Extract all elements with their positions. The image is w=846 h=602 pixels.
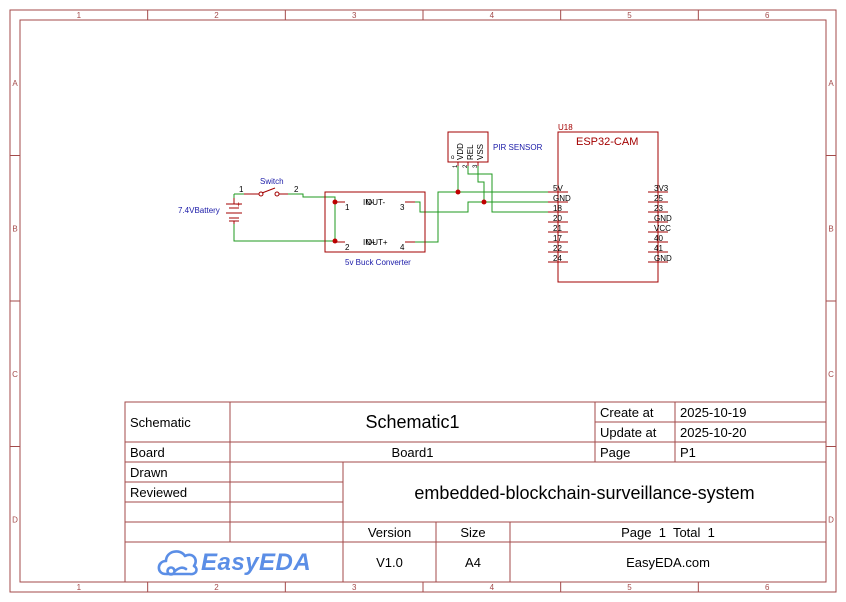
frame-row-label: A bbox=[12, 79, 18, 88]
frame-row-label: C bbox=[12, 370, 18, 379]
pir-sensor-symbol bbox=[447, 131, 489, 166]
pir-sensor-label: PIR SENSOR bbox=[493, 143, 543, 152]
create-at-value: 2025-10-19 bbox=[680, 405, 747, 420]
size-label: Size bbox=[460, 525, 486, 540]
project-name: embedded-blockchain-surveillance-system bbox=[414, 483, 755, 503]
create-at-label: Create at bbox=[600, 405, 654, 420]
pir-pin-number-2: 2 bbox=[463, 164, 469, 168]
schematic-label: Schematic bbox=[130, 415, 191, 430]
frame-row-label: A bbox=[828, 79, 834, 88]
buck-pin-name-out-minus: OUT- bbox=[366, 198, 385, 207]
esp32-right-pin-label: GND bbox=[654, 214, 672, 223]
frame-column-label: 4 bbox=[490, 11, 495, 20]
esp32-left-pin-label: 17 bbox=[553, 234, 562, 243]
page-label: Page bbox=[600, 445, 631, 460]
title-block-grid bbox=[124, 401, 827, 583]
version-label: Version bbox=[367, 525, 412, 540]
drawn-label: Drawn bbox=[130, 465, 168, 480]
frame-column-label: 1 bbox=[77, 583, 82, 592]
buck-pin-name-out-plus: OUT+ bbox=[366, 238, 388, 247]
frame-row-label: B bbox=[12, 224, 17, 233]
junction-dot bbox=[481, 199, 487, 205]
switch-pin-2: 2 bbox=[294, 185, 299, 194]
switch-label: Switch bbox=[260, 177, 284, 186]
esp32-right-pin-label: 25 bbox=[654, 194, 663, 203]
board-label: Board bbox=[130, 445, 165, 460]
buck-pin-4: 4 bbox=[400, 243, 405, 252]
schematic-name: Schematic1 bbox=[365, 412, 460, 432]
update-at-label: Update at bbox=[600, 425, 657, 440]
buck-pin-name-in-plus: IN+ bbox=[363, 238, 376, 247]
drawing-frame bbox=[9, 9, 837, 593]
esp32-left-pin-label: 21 bbox=[553, 224, 562, 233]
frame-ticks bbox=[10, 10, 836, 592]
esp32-right-pin-label: GND bbox=[654, 254, 672, 263]
frame-row-label: C bbox=[828, 370, 834, 379]
frame-column-label: 4 bbox=[490, 583, 495, 592]
buck-pin-name-in-minus: IN- bbox=[363, 198, 374, 207]
frame-row-label: D bbox=[12, 515, 18, 524]
battery-plus-mark: + bbox=[236, 200, 241, 209]
junction-dot bbox=[332, 238, 338, 244]
esp32-left-pin-label: 20 bbox=[553, 214, 562, 223]
esp32-ref: U18 bbox=[558, 123, 573, 132]
pir-ref-mark: o bbox=[451, 155, 455, 161]
reviewed-label: Reviewed bbox=[130, 485, 188, 500]
esp32-right-pin-label: 40 bbox=[654, 234, 663, 243]
battery-label: 7.4VBattery bbox=[178, 206, 220, 215]
easyeda-logo-text: EasyEDA bbox=[201, 549, 312, 576]
buck-converter-symbol bbox=[324, 191, 426, 253]
esp32-name: ESP32-CAM bbox=[576, 136, 638, 148]
switch-symbol bbox=[244, 187, 288, 197]
frame-column-label: 6 bbox=[765, 583, 770, 592]
esp32-right-pin-label: 41 bbox=[654, 244, 663, 253]
frame-column-label: 3 bbox=[352, 583, 357, 592]
board-name: Board1 bbox=[391, 445, 434, 460]
esp32-right-pin-label: 23 bbox=[654, 204, 663, 213]
pir-pin-number-1: 1 bbox=[453, 164, 459, 168]
junctions bbox=[332, 189, 487, 244]
page-total: Page 1 Total 1 bbox=[621, 525, 715, 540]
frame-row-label: B bbox=[828, 224, 833, 233]
frame-column-label: 6 bbox=[765, 11, 770, 20]
frame-column-label: 2 bbox=[214, 583, 219, 592]
page-value: P1 bbox=[680, 445, 696, 460]
buck-pin-1: 1 bbox=[345, 203, 350, 212]
site-name: EasyEDA.com bbox=[626, 555, 710, 570]
pir-pin-vss: VSS bbox=[476, 144, 485, 160]
esp32-left-pin-label: GND bbox=[553, 194, 571, 203]
junction-dot bbox=[455, 189, 461, 195]
update-at-value: 2025-10-20 bbox=[680, 425, 747, 440]
version-value: V1.0 bbox=[376, 555, 403, 570]
battery-symbol bbox=[226, 198, 242, 224]
frame-column-label: 2 bbox=[214, 11, 219, 20]
size-value: A4 bbox=[465, 555, 481, 570]
frame-column-label: 1 bbox=[77, 11, 82, 20]
esp32-pin-stubs bbox=[548, 191, 668, 263]
buck-converter-label: 5v Buck Converter bbox=[345, 258, 411, 267]
pir-pin-number-3: 3 bbox=[473, 164, 479, 168]
buck-pin-3: 3 bbox=[400, 203, 405, 212]
frame-column-label: 3 bbox=[352, 11, 357, 20]
esp32-right-pin-label: 3V3 bbox=[654, 184, 669, 193]
frame-row-label: D bbox=[828, 515, 834, 524]
easyeda-logo-icon bbox=[157, 550, 198, 576]
esp32-left-pin-label: 22 bbox=[553, 244, 562, 253]
frame-column-label: 5 bbox=[627, 11, 632, 20]
esp32-left-pin-label: 5V bbox=[553, 184, 563, 193]
esp32-cam-symbol bbox=[557, 131, 659, 283]
esp32-left-pin-label: 18 bbox=[553, 204, 562, 213]
pir-pin-rel: REL bbox=[466, 144, 475, 160]
esp32-right-pin-label: VCC bbox=[654, 224, 671, 233]
switch-pin-1: 1 bbox=[239, 185, 244, 194]
buck-pin-2: 2 bbox=[345, 243, 350, 252]
esp32-left-pin-label: 24 bbox=[553, 254, 562, 263]
frame-column-label: 5 bbox=[627, 583, 632, 592]
pir-pin-vdd: VDD bbox=[456, 143, 465, 160]
